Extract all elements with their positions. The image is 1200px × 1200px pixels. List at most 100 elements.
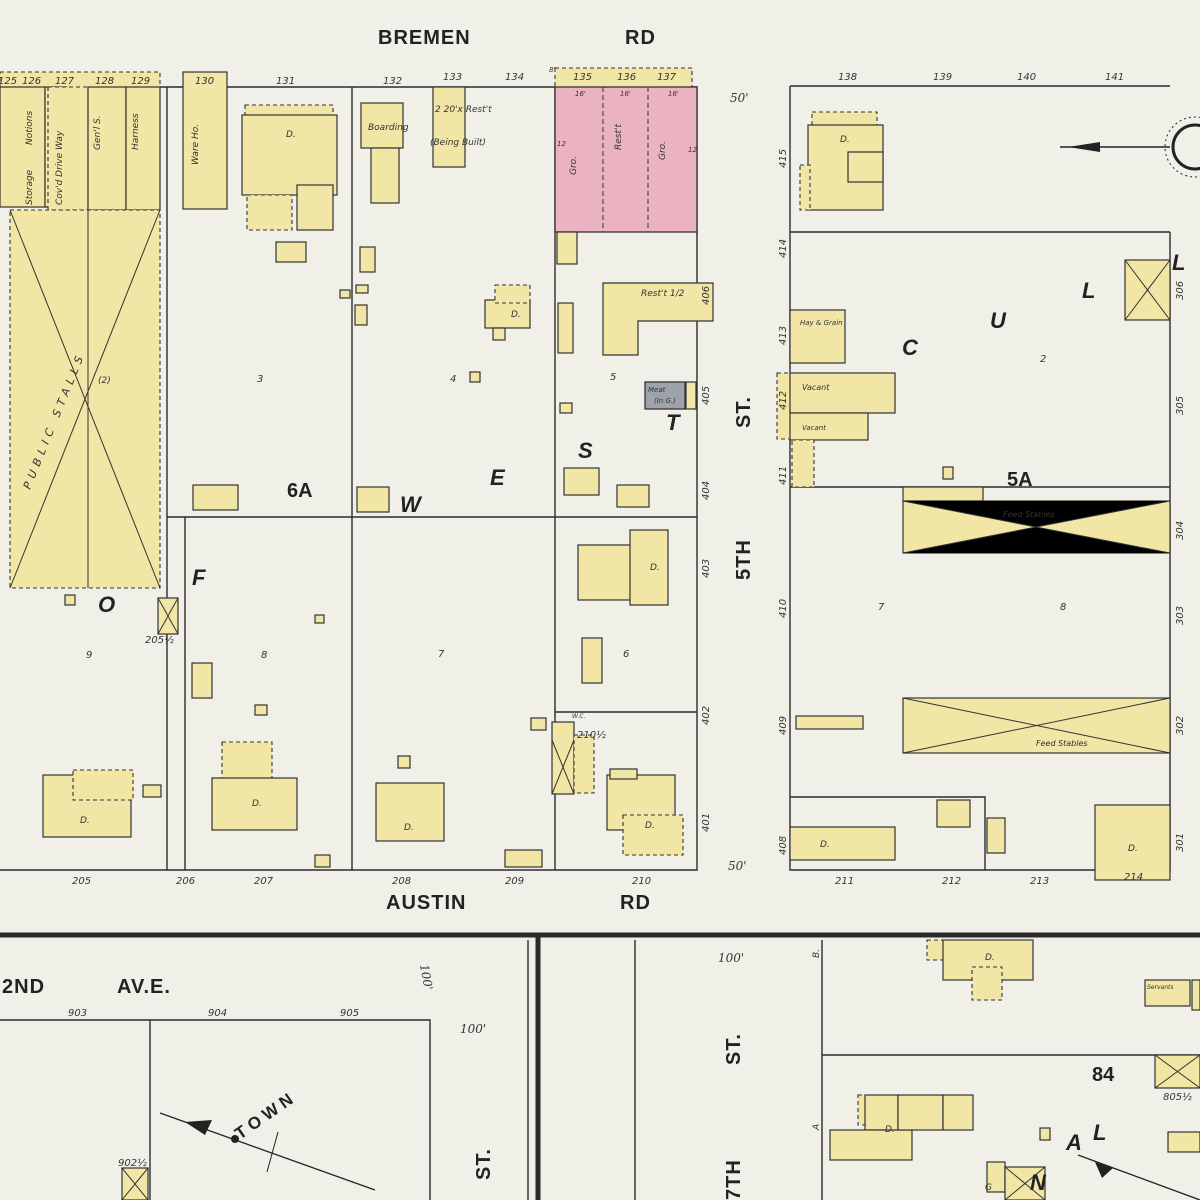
dimension-labels: 50' 50' 100' 100' 100' 8' 16' 16' 16' 12… bbox=[417, 66, 749, 1036]
lot-number: 410 bbox=[778, 599, 789, 618]
buildings bbox=[0, 67, 1200, 1200]
brick-building bbox=[554, 86, 698, 233]
area-name-letter: T bbox=[666, 410, 681, 435]
building-label: D. bbox=[511, 310, 521, 320]
street-st: ST. bbox=[473, 1148, 495, 1180]
sub-lot-number: 4 bbox=[450, 374, 456, 385]
street-bremen: BREMEN bbox=[378, 27, 471, 49]
building-label: Cov'd Drive Way bbox=[55, 130, 65, 205]
sub-lot-number: 3 bbox=[257, 374, 263, 385]
area-name-letter: L bbox=[1082, 278, 1095, 303]
building-label: Ware Ho. bbox=[191, 124, 201, 165]
dimension: 50' bbox=[730, 91, 749, 105]
building-label: Notions bbox=[25, 111, 35, 145]
lot-number: 413 bbox=[778, 326, 789, 345]
north-arrow-icon bbox=[159, 1112, 1200, 1200]
street-bremen-rd: RD bbox=[625, 27, 656, 49]
lot-number: 141 bbox=[1105, 72, 1124, 83]
lot-number: 125 bbox=[0, 76, 17, 87]
building-label: Feed Stables bbox=[1003, 510, 1055, 519]
dimension: 16' bbox=[575, 90, 586, 98]
sub-lot-number: 7 bbox=[438, 649, 445, 660]
building-label: Rest't bbox=[614, 124, 624, 150]
lot-numbers-bottom: 205 206 207 208 209 210 211 212 213 214 bbox=[72, 872, 1143, 887]
building-label: D. bbox=[80, 816, 90, 826]
lot-numbers-right: 301 302 303 304 305 306 bbox=[1175, 281, 1186, 852]
lot-number: 408 bbox=[778, 836, 789, 855]
building-label: G bbox=[985, 1183, 992, 1193]
building-label: D. bbox=[252, 799, 262, 809]
building-label: Vacant bbox=[802, 383, 830, 392]
lot-number: 304 bbox=[1175, 521, 1186, 540]
iron-clad-building bbox=[644, 381, 686, 410]
sub-lot-number: 9 bbox=[86, 650, 92, 661]
block-number: 84 bbox=[1092, 1064, 1115, 1086]
street-2nd: 2ND bbox=[2, 976, 45, 998]
lot-number: 132 bbox=[383, 76, 402, 87]
building-label: Rest't 1/2 bbox=[641, 289, 685, 299]
sub-lot-number: 8 bbox=[261, 650, 267, 661]
sub-lot-number: 7 bbox=[878, 602, 885, 613]
area-name-letter: L bbox=[1172, 250, 1185, 275]
lot-number: 213 bbox=[1030, 876, 1049, 887]
area-name-letter: A bbox=[1065, 1130, 1082, 1155]
dimension: 100' bbox=[718, 951, 744, 965]
sub-lot-numbers: 3 4 5 2 6 7 8 9 8 7 bbox=[86, 354, 1066, 661]
block-number: 6A bbox=[287, 480, 313, 502]
lot-number: 406 bbox=[701, 286, 712, 305]
area-name-letter: F bbox=[192, 565, 206, 590]
lot-number: 135 bbox=[573, 72, 592, 83]
lot-numbers-lower: 903 904 905 902½ 805½ 205½ 210½ bbox=[68, 634, 1192, 1169]
block-lines bbox=[0, 85, 1200, 1200]
lot-number: 210 bbox=[632, 876, 651, 887]
lot-number: 134 bbox=[505, 72, 524, 83]
lot-number: 212 bbox=[942, 876, 961, 887]
lot-number: 305 bbox=[1175, 396, 1186, 415]
building-label: D. bbox=[885, 1125, 895, 1135]
lot-number: 210½ bbox=[577, 729, 606, 741]
compass-rose-icon bbox=[1060, 116, 1200, 178]
lot-number: 411 bbox=[778, 466, 789, 485]
lot-number: 306 bbox=[1175, 281, 1186, 300]
lot-number: 208 bbox=[392, 876, 411, 887]
lot-numbers-5th-east: 401 402 403 404 405 406 bbox=[701, 286, 712, 832]
lot-number: 207 bbox=[254, 876, 274, 887]
building-label: B. bbox=[812, 949, 822, 958]
building-label: Servants bbox=[1147, 984, 1173, 991]
sub-lot-number: 8 bbox=[1060, 602, 1066, 613]
lot-number: 206 bbox=[176, 876, 195, 887]
dimension: 12 bbox=[557, 140, 566, 148]
building-label: Gro. bbox=[569, 156, 579, 175]
area-name-letter: L bbox=[1093, 1120, 1106, 1145]
building-label: Gro. bbox=[658, 141, 668, 160]
building-label: D. bbox=[1128, 844, 1138, 854]
building-label: W.C. bbox=[572, 713, 586, 720]
lot-number: 140 bbox=[1017, 72, 1036, 83]
building-label: D. bbox=[820, 840, 830, 850]
lot-number: 138 bbox=[838, 72, 857, 83]
dimension: 16' bbox=[620, 90, 631, 98]
lot-number: 403 bbox=[701, 559, 712, 578]
building-label: (Being Built) bbox=[430, 138, 486, 148]
lot-number: 409 bbox=[778, 716, 789, 735]
lot-number: 404 bbox=[701, 481, 712, 500]
building-label: Boarding bbox=[368, 123, 409, 133]
sub-lot-number: 5 bbox=[610, 372, 616, 383]
lot-number: 131 bbox=[276, 76, 295, 87]
lot-number: 133 bbox=[443, 72, 462, 83]
lot-numbers-top: 125 126 127 128 129 130 131 132 133 134 … bbox=[0, 72, 1124, 87]
area-name-letter: S bbox=[578, 438, 593, 463]
building-label: Storage bbox=[25, 169, 35, 205]
dimension: 16' bbox=[668, 90, 679, 98]
street-5th: 5TH bbox=[733, 539, 755, 580]
area-name-letter: C bbox=[902, 335, 919, 360]
lot-number: 414 bbox=[778, 239, 789, 258]
lot-number: 137 bbox=[657, 72, 677, 83]
area-name-letter: W bbox=[400, 492, 423, 517]
lot-number: 126 bbox=[22, 76, 41, 87]
building-label: Vacant bbox=[802, 424, 826, 432]
lot-number: 902½ bbox=[118, 1157, 147, 1169]
building-label: Hay & Grain bbox=[800, 319, 843, 327]
area-name-letter: E bbox=[490, 465, 506, 490]
